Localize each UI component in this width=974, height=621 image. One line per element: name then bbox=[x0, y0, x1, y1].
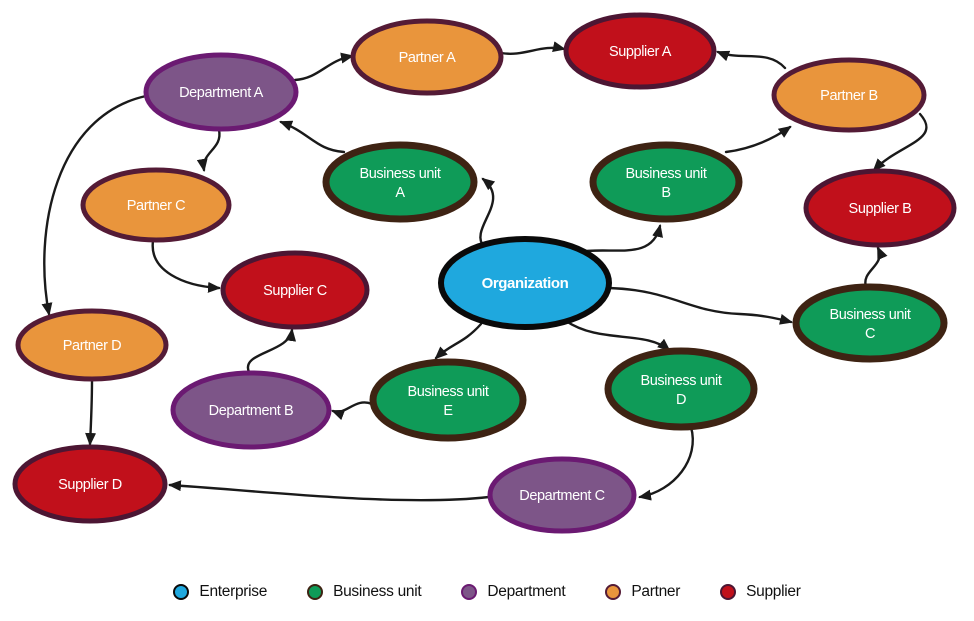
edge-business-unit-e-to-department-b bbox=[331, 401, 374, 421]
node-ellipse-partner-d[interactable] bbox=[15, 308, 169, 382]
edge-department-a-to-partner-d bbox=[41, 94, 148, 316]
edge-partner-a-to-supplier-a bbox=[499, 41, 566, 55]
legend-swatch-enterprise-icon bbox=[173, 584, 190, 600]
node-ellipse-business-unit-a[interactable] bbox=[322, 141, 478, 223]
node-ellipse-business-unit-b[interactable] bbox=[589, 141, 743, 223]
legend-item-enterprise: Enterprise bbox=[173, 583, 267, 601]
node-ellipse-department-c[interactable] bbox=[487, 456, 637, 534]
edge-partner-b-to-supplier-a bbox=[716, 50, 787, 70]
legend-item-department: Department bbox=[461, 583, 566, 601]
legend-label-supplier: Supplier bbox=[746, 583, 801, 600]
legend-swatch-department-icon bbox=[461, 584, 478, 600]
node-ellipse-supplier-c[interactable] bbox=[220, 250, 370, 330]
node-label-supplier-d: Supplier D bbox=[58, 477, 122, 493]
legend: Enterprise Business unit Department Partner… bbox=[0, 583, 974, 601]
node-ellipse-partner-a[interactable] bbox=[350, 18, 504, 96]
edge-business-unit-c-to-supplier-b bbox=[864, 246, 888, 289]
node-partner-d[interactable]: Partner D bbox=[15, 308, 169, 382]
node-label-partner-b: Partner B bbox=[820, 88, 878, 104]
node-department-a[interactable]: Department A bbox=[143, 52, 299, 132]
edge-business-unit-d-to-department-c bbox=[638, 425, 694, 501]
edge-organization-to-business-unit-d bbox=[564, 319, 671, 352]
node-label-partner-d: Partner D bbox=[63, 338, 121, 354]
node-ellipse-partner-b[interactable] bbox=[771, 57, 927, 133]
node-ellipse-supplier-d[interactable] bbox=[12, 444, 168, 524]
edge-organization-to-business-unit-a bbox=[479, 177, 496, 249]
node-supplier-b[interactable]: Supplier B bbox=[803, 168, 957, 248]
node-ellipse-business-unit-c[interactable] bbox=[792, 283, 948, 363]
legend-swatch-supplier-icon bbox=[720, 584, 737, 600]
legend-label-enterprise: Enterprise bbox=[199, 583, 268, 600]
edge-partner-b-to-supplier-b bbox=[872, 112, 928, 172]
legend-label-business: Business unit bbox=[333, 583, 422, 600]
node-partner-c[interactable]: Partner C bbox=[80, 167, 232, 243]
node-supplier-d[interactable]: Supplier D bbox=[12, 444, 168, 524]
legend-label-partner: Partner bbox=[631, 583, 681, 600]
legend-item-supplier: Supplier bbox=[720, 583, 801, 601]
edge-business-unit-b-to-partner-b bbox=[724, 125, 792, 154]
node-label-partner-a: Partner A bbox=[399, 50, 457, 66]
node-department-b[interactable]: Department B bbox=[170, 370, 332, 450]
legend-item-partner: Partner bbox=[605, 583, 680, 601]
edge-business-unit-a-to-department-a bbox=[279, 120, 346, 154]
edge-partner-d-to-supplier-d bbox=[85, 378, 97, 446]
node-partner-a[interactable]: Partner A bbox=[350, 18, 504, 96]
node-label-department-c: Department C bbox=[519, 488, 604, 504]
legend-item-business: Business unit bbox=[307, 583, 422, 601]
edge-organization-to-business-unit-e bbox=[434, 322, 483, 360]
node-organization[interactable]: Organization bbox=[438, 236, 612, 330]
node-label-supplier-b: Supplier B bbox=[849, 201, 912, 217]
node-partner-b[interactable]: Partner B bbox=[771, 57, 927, 133]
node-ellipse-organization[interactable] bbox=[438, 236, 612, 330]
node-label-supplier-a: Supplier A bbox=[609, 44, 672, 60]
node-supplier-c[interactable]: Supplier C bbox=[220, 250, 370, 330]
edge-organization-to-business-unit-b bbox=[576, 224, 663, 254]
node-ellipse-department-b[interactable] bbox=[170, 370, 332, 450]
edges-layer bbox=[41, 41, 928, 502]
node-ellipse-supplier-a[interactable] bbox=[563, 12, 717, 90]
edge-organization-to-business-unit-c bbox=[607, 286, 793, 325]
node-department-c[interactable]: Department C bbox=[487, 456, 637, 534]
edge-department-b-to-supplier-c bbox=[246, 328, 297, 374]
node-ellipse-supplier-b[interactable] bbox=[803, 168, 957, 248]
node-ellipse-partner-c[interactable] bbox=[80, 167, 232, 243]
edge-department-a-to-partner-c bbox=[196, 128, 221, 172]
node-label-department-a: Department A bbox=[179, 85, 264, 101]
edge-partner-c-to-supplier-c bbox=[151, 239, 221, 293]
node-label-partner-c: Partner C bbox=[127, 198, 185, 214]
node-label-supplier-c: Supplier C bbox=[263, 283, 327, 299]
legend-label-department: Department bbox=[487, 583, 566, 600]
legend-swatch-business-icon bbox=[307, 584, 324, 600]
node-supplier-a[interactable]: Supplier A bbox=[563, 12, 717, 90]
node-ellipse-business-unit-d[interactable] bbox=[604, 347, 758, 431]
node-ellipse-department-a[interactable] bbox=[143, 52, 299, 132]
node-label-department-b: Department B bbox=[209, 403, 294, 419]
edge-department-a-to-partner-a bbox=[293, 52, 354, 82]
edge-department-c-to-supplier-d bbox=[168, 480, 491, 502]
node-label-organization: Organization bbox=[482, 275, 569, 292]
node-ellipse-business-unit-e[interactable] bbox=[369, 358, 527, 442]
legend-swatch-partner-icon bbox=[605, 584, 622, 600]
